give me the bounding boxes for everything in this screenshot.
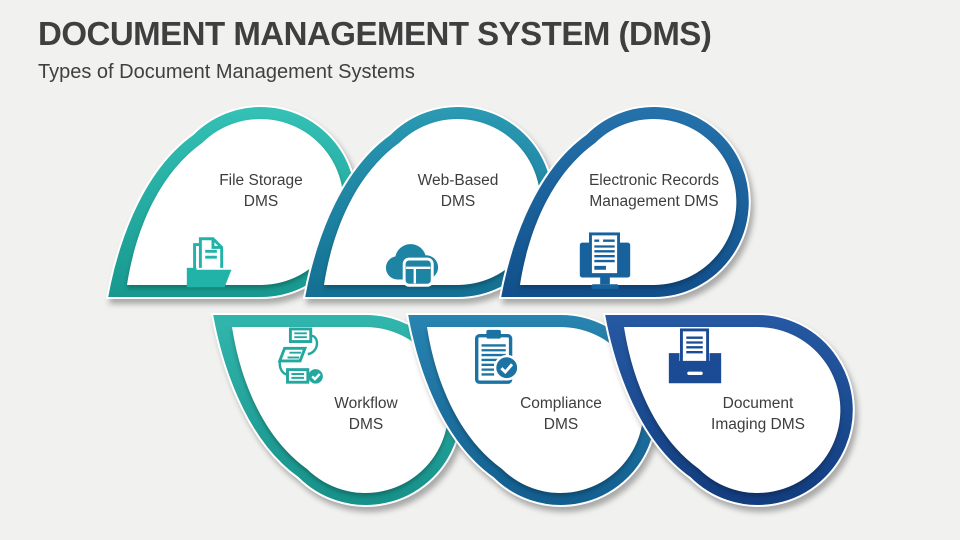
document-archive-icon xyxy=(668,328,722,384)
shape-label: Workflow DMS xyxy=(334,395,398,433)
teardrop-file-storage-dms: File Storage DMS xyxy=(105,104,359,300)
shape-label: Document Imaging DMS xyxy=(711,395,805,433)
teardrop-shape xyxy=(498,105,751,299)
documents-folder-icon xyxy=(186,237,232,288)
shape-label: File Storage DMS xyxy=(219,172,303,210)
cloud-browser-icon xyxy=(385,244,439,287)
teardrop-workflow-dms: Workflow DMS xyxy=(210,312,464,508)
teardrop-electronic-records-dms: Electronic Records Management DMS xyxy=(498,104,752,300)
teardrop-document-imaging-dms: Document Imaging DMS xyxy=(602,312,856,508)
monitor-document-icon xyxy=(579,232,631,290)
page-subtitle: Types of Document Management Systems xyxy=(38,61,415,84)
shape-label: Electronic Records Management DMS xyxy=(588,172,720,210)
clipboard-check-icon xyxy=(474,329,520,384)
slide-header: DOCUMENT MANAGEMENT SYSTEM (DMS) Types o… xyxy=(38,15,712,84)
teardrop-compliance-dms: Compliance DMS xyxy=(405,312,659,508)
shape-label: Web-Based DMS xyxy=(417,172,499,210)
workflow-documents-icon xyxy=(277,327,323,384)
shape-label: Compliance DMS xyxy=(520,395,602,433)
page-title: DOCUMENT MANAGEMENT SYSTEM (DMS) xyxy=(38,15,712,52)
